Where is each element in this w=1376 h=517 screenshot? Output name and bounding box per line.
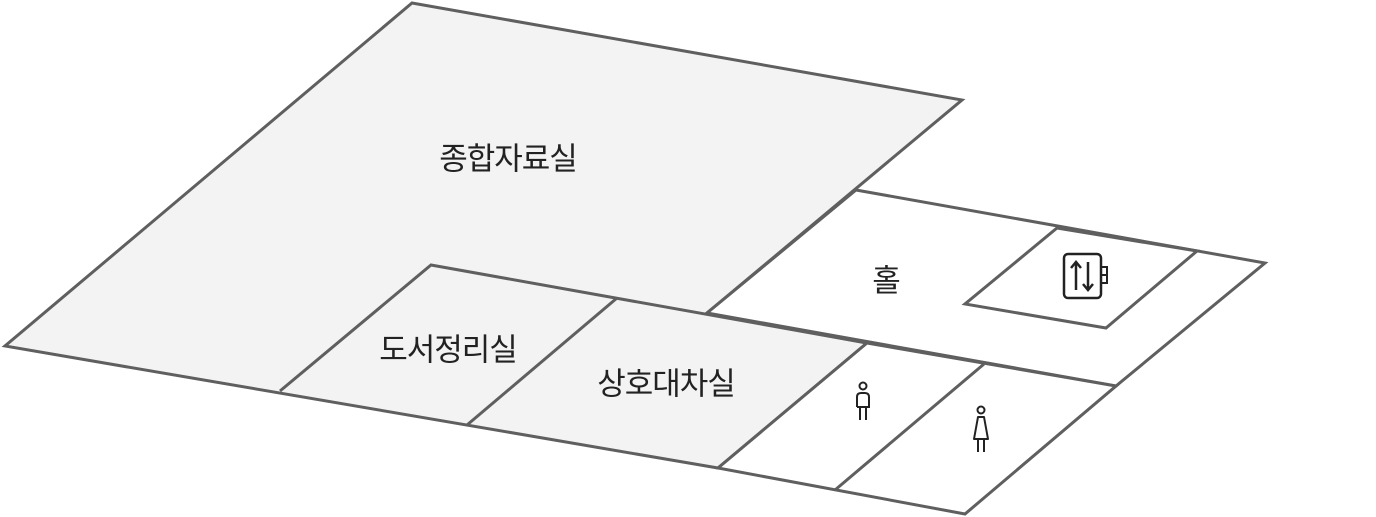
elevator-icon[interactable] <box>1062 252 1112 300</box>
room-label-interlibrary-loan: 상호대차실 <box>597 366 736 403</box>
inner-rooms-divider <box>466 296 618 427</box>
male-restroom-icon[interactable] <box>853 381 873 431</box>
room-label-book-processing: 도서정리실 <box>379 332 518 369</box>
elevator-area[interactable] <box>961 226 1201 330</box>
room-label-hall: 홀 <box>872 263 901 300</box>
room-label-general-materials: 종합자료실 <box>439 141 578 178</box>
female-restroom-icon[interactable] <box>971 405 991 457</box>
inner-rooms-wall <box>279 263 868 393</box>
restroom-divider <box>834 362 985 492</box>
restroom-area[interactable] <box>714 341 1120 516</box>
